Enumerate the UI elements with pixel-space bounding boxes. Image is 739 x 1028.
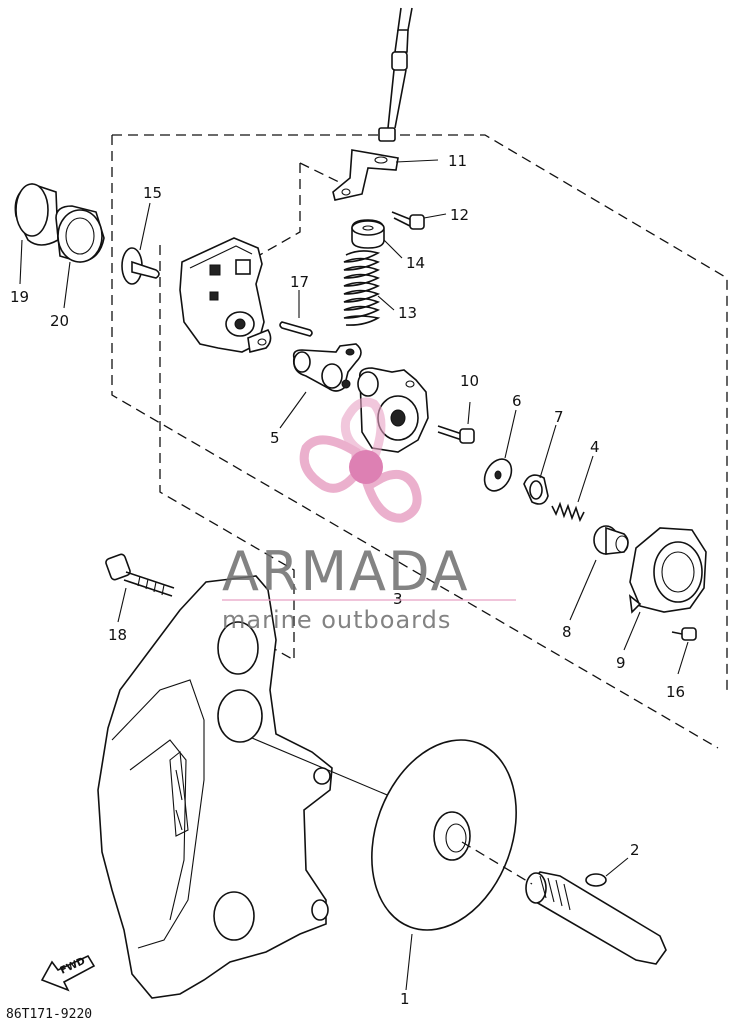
watermark: ARMADA marine outboards (222, 397, 516, 634)
label-part-17: 17 (290, 273, 309, 291)
part-13-spring (343, 250, 395, 326)
label-part-8: 8 (562, 623, 572, 641)
label-part-3: 3 (393, 590, 403, 608)
label-part-9: 9 (616, 654, 626, 672)
label-part-13: 13 (398, 304, 417, 322)
part-1-disc (371, 739, 517, 991)
upper-housing (179, 237, 272, 353)
part-16-screw (671, 627, 697, 675)
part-2-key-shaft (461, 841, 667, 965)
control-cable (378, 7, 413, 142)
label-part-7: 7 (554, 408, 564, 426)
propeller-logo-icon (299, 397, 422, 523)
label-part-15: 15 (143, 184, 162, 202)
part-12-bolt (391, 211, 447, 230)
label-part-19: 19 (10, 288, 29, 306)
label-part-6: 6 (512, 392, 522, 410)
label-part-10: 10 (460, 372, 479, 390)
label-part-2: 2 (630, 841, 640, 859)
label-part-1: 1 (400, 990, 410, 1008)
label-part-4: 4 (590, 438, 600, 456)
part-18-bolt (105, 553, 175, 623)
part-6-washer (483, 409, 517, 492)
label-part-20: 20 (50, 312, 69, 330)
assembly-outline-dashed (111, 134, 728, 749)
part-19-20-grommets (14, 183, 105, 309)
label-part-18: 18 (108, 626, 127, 644)
part-14-cap (351, 219, 403, 259)
part-5-lever-shaft (279, 343, 362, 429)
part-17-pin (279, 290, 313, 337)
lower-housing (97, 575, 419, 999)
fwd-arrow-icon: FWD (40, 954, 96, 992)
label-part-5: 5 (270, 429, 280, 447)
part-number-labels: 11 12 14 13 17 15 19 20 10 6 7 4 5 3 8 9… (10, 152, 685, 1008)
drawing-code: 86T171-9220 (6, 1007, 92, 1022)
part-4-spring (551, 455, 594, 523)
part-15-plug (121, 202, 160, 285)
watermark-tagline: marine outboards (222, 606, 451, 634)
watermark-brand: ARMADA (222, 540, 470, 603)
label-part-14: 14 (406, 254, 425, 272)
label-part-11: 11 (448, 152, 467, 170)
part-11-bracket (332, 149, 439, 201)
label-part-12: 12 (450, 206, 469, 224)
part-9-cover (623, 527, 707, 651)
label-part-16: 16 (666, 683, 685, 701)
part-7-clip (523, 424, 557, 505)
part-8-plunger (569, 525, 629, 621)
